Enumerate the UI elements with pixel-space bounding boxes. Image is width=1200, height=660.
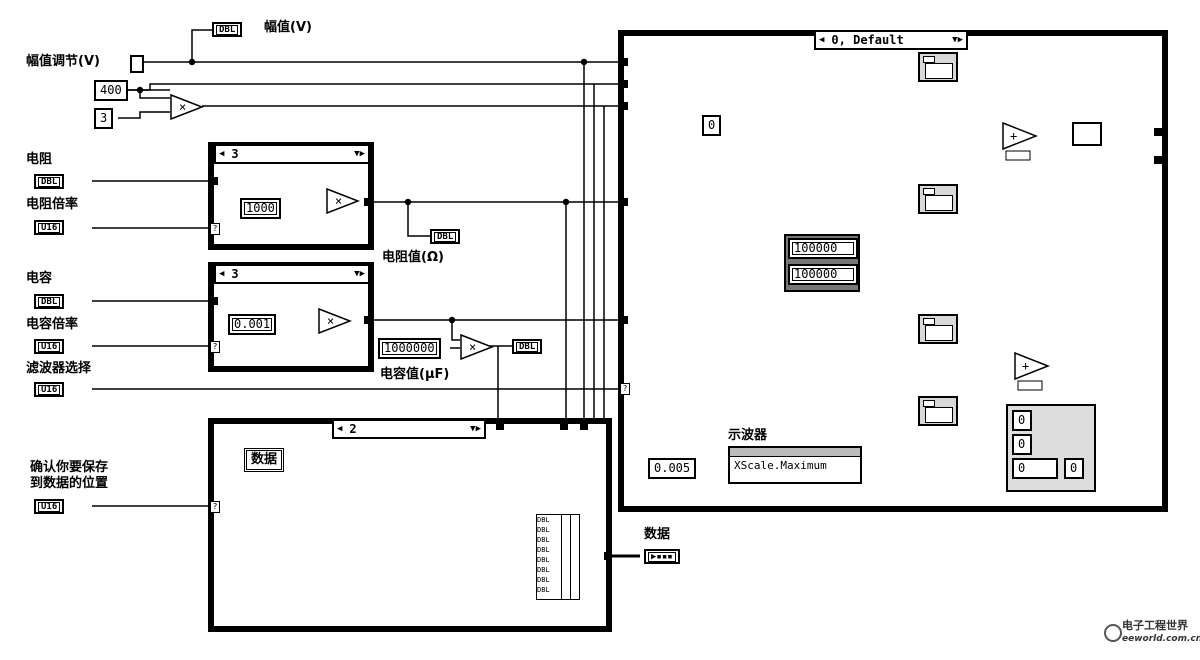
case-selector-terminal: ?	[620, 383, 630, 395]
constant-0[interactable]: 0	[702, 115, 722, 136]
tunnel	[560, 422, 568, 430]
tunnel	[496, 422, 504, 430]
constant-3[interactable]: 3	[94, 108, 114, 129]
svg-text:+: +	[1010, 129, 1017, 143]
tunnel	[580, 422, 588, 430]
oscilloscope-label: 示波器	[728, 428, 768, 443]
multiply-node[interactable]: ×	[460, 334, 494, 360]
array-type-list: DBL DBL DBL DBL DBL DBL DBL DBL	[537, 515, 562, 599]
resistance-terminal[interactable]: DBL	[34, 174, 65, 189]
array-type-4: DBL	[537, 556, 550, 564]
constant-400[interactable]: 400	[94, 80, 128, 101]
wire	[191, 29, 212, 62]
save-location-terminal[interactable]: U16	[34, 499, 65, 514]
capacitance-multiplier-terminal[interactable]: U16	[34, 339, 65, 354]
svg-text:×: ×	[469, 340, 476, 354]
tunnel	[620, 102, 628, 110]
multiply-node[interactable]: ×	[318, 308, 352, 334]
data-output-terminal[interactable]: ▶▪▪▪	[644, 549, 680, 564]
multiply-node[interactable]: ×	[170, 94, 204, 120]
capacitance-value-terminal[interactable]: DBL	[512, 339, 543, 354]
svg-text:×: ×	[327, 314, 334, 328]
array-type-2: DBL	[537, 536, 550, 544]
array-type-3: DBL	[537, 546, 550, 554]
resistance-multiplier-terminal[interactable]: U16	[34, 220, 65, 235]
filter-subvi[interactable]	[918, 184, 958, 214]
amplitude-adjust-label: 幅值调节(V)	[26, 54, 100, 69]
constant-1000000[interactable]: 1000000	[378, 338, 441, 359]
local-data-variable[interactable]: 数据	[244, 448, 285, 472]
svg-text:×: ×	[335, 194, 342, 208]
tunnel	[620, 198, 628, 206]
watermark-logo-icon	[1104, 624, 1122, 642]
tunnel	[620, 58, 628, 66]
tunnel	[364, 316, 372, 324]
case-selector-terminal: ?	[210, 341, 220, 353]
case-selector-terminal: ?	[210, 223, 220, 235]
constant-cluster[interactable]: 100000 100000	[784, 234, 860, 292]
case-selector-resistance[interactable]: ◀3▼▶	[214, 144, 370, 164]
tunnel	[620, 316, 628, 324]
svg-text:×: ×	[179, 100, 186, 114]
array-type-1: DBL	[537, 526, 550, 534]
filter-subvi[interactable]	[918, 52, 958, 82]
add-node[interactable]: +	[1014, 352, 1050, 392]
constant-0001[interactable]: 0.001	[228, 314, 277, 335]
filter-select-label: 滤波器选择	[26, 361, 92, 376]
amplitude-indicator-terminal[interactable]: DBL	[212, 22, 243, 37]
build-array-node[interactable]: DBL DBL DBL DBL DBL DBL DBL DBL	[536, 514, 580, 600]
filter-subvi[interactable]	[918, 314, 958, 344]
constant-100000-a[interactable]: 100000	[788, 238, 858, 259]
array-type-0: DBL	[537, 516, 550, 524]
tunnel	[364, 198, 372, 206]
tunnel	[210, 297, 218, 305]
cluster-constant[interactable]: 0 0 0 0	[1006, 404, 1096, 492]
capacitance-multiplier-label: 电容倍率	[26, 317, 79, 332]
save-location-label: 确认你要保存 到数据的位置	[30, 460, 109, 491]
constant-1000[interactable]: 1000	[240, 198, 281, 219]
resistance-label: 电阻	[26, 152, 53, 167]
resistance-multiplier-label: 电阻倍率	[26, 197, 79, 212]
tunnel	[210, 177, 218, 185]
capacitance-terminal[interactable]: DBL	[34, 294, 65, 309]
xscale-maximum-property: XScale.Maximum	[734, 459, 827, 472]
watermark-site: 电子工程世界	[1122, 619, 1188, 632]
capacitance-value-label: 电容值(μF)	[380, 367, 450, 382]
array-type-6: DBL	[537, 576, 550, 584]
cluster-element[interactable]: 0	[1064, 458, 1084, 479]
array-type-7: DBL	[537, 586, 550, 594]
cluster-element[interactable]: 0	[1012, 434, 1032, 455]
tunnel	[1154, 128, 1162, 136]
constant-100000-b[interactable]: 100000	[788, 264, 858, 285]
filter-select-terminal[interactable]: U16	[34, 382, 65, 397]
case-selector-terminal: ?	[210, 501, 220, 513]
data-output-label: 数据	[644, 527, 671, 542]
multiply-node[interactable]: ×	[326, 188, 360, 214]
amplitude-adjust-terminal[interactable]	[130, 55, 144, 73]
array-type-5: DBL	[537, 566, 550, 574]
case-selector-save[interactable]: ◀2▼▶	[332, 419, 486, 439]
cluster-element[interactable]: 0	[1012, 458, 1058, 479]
svg-text:+: +	[1022, 359, 1029, 373]
amplitude-indicator-label: 幅值(V)	[264, 20, 312, 35]
build-waveform-node[interactable]	[1072, 122, 1102, 146]
filter-subvi[interactable]	[918, 396, 958, 426]
case-selector-capacitance[interactable]: ◀3▼▶	[214, 264, 370, 284]
oscilloscope-property-node[interactable]: XScale.Maximum	[728, 446, 862, 484]
resistance-value-label: 电阻值(Ω)	[382, 250, 444, 265]
tunnel	[1154, 156, 1162, 164]
case-selector-filter[interactable]: ◀0, Default▼▶	[814, 30, 968, 50]
resistance-value-terminal[interactable]: DBL	[430, 229, 461, 244]
tunnel	[620, 80, 628, 88]
constant-0005[interactable]: 0.005	[648, 458, 697, 479]
watermark-url: eeworld.com.cn	[1122, 634, 1200, 644]
cluster-element[interactable]: 0	[1012, 410, 1032, 431]
capacitance-label: 电容	[26, 271, 53, 286]
add-node[interactable]: +	[1002, 122, 1038, 162]
tunnel	[604, 552, 612, 560]
